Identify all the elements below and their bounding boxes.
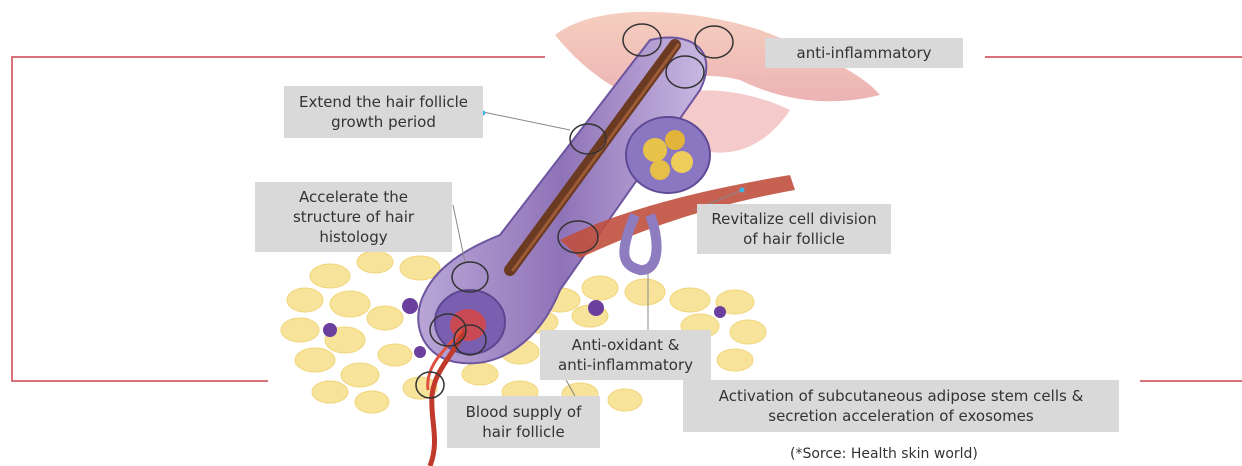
- label-extend-growth-period: Extend the hair follicle growth period: [284, 86, 483, 138]
- label-antioxidant: Anti-oxidant & anti-inflammatory: [540, 330, 711, 380]
- label-anti-inflammatory: anti-inflammatory: [765, 38, 963, 68]
- source-note: (*Sorce: Health skin world): [790, 446, 978, 462]
- label-revitalize-cell-division: Revitalize cell division of hair follicl…: [697, 204, 891, 254]
- label-accelerate-structure: Accelerate the structure of hair histolo…: [255, 182, 452, 252]
- label-blood-supply: Blood supply of hair follicle: [447, 396, 600, 448]
- sebaceous-gland: [626, 117, 710, 193]
- label-adipose-activation: Activation of subcutaneous adipose stem …: [683, 380, 1119, 432]
